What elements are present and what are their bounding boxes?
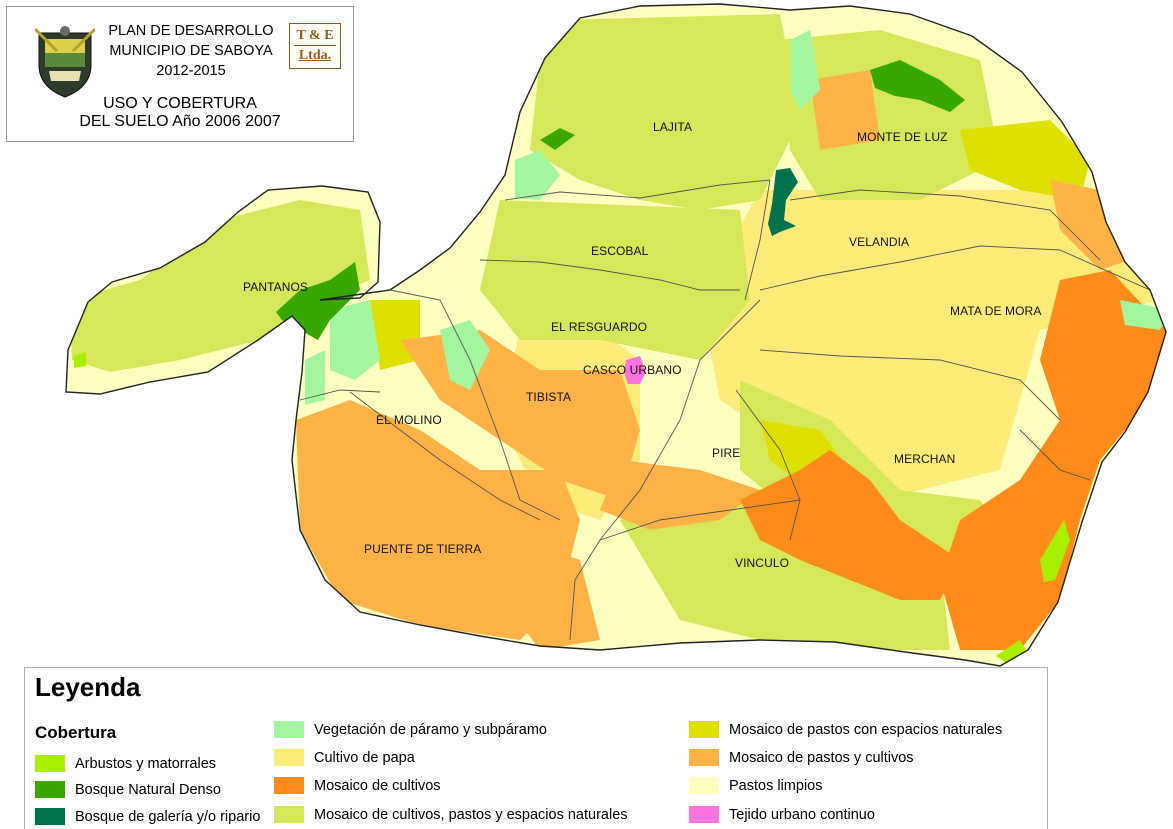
legend-label: Bosque de galería y/o ripario xyxy=(75,809,261,825)
legend-swatch xyxy=(274,749,304,766)
legend-swatch xyxy=(689,777,719,794)
map-title-line-1: USO Y COBERTURA xyxy=(103,95,257,112)
legend-swatch xyxy=(35,755,65,772)
place-label-mata-de-mora: MATA DE MORA xyxy=(950,304,1042,318)
plan-line-3: 2012-2015 xyxy=(156,63,226,79)
legend-label: Mosaico de pastos y cultivos xyxy=(729,750,914,766)
firm-logo-line-1: T & E xyxy=(294,26,336,46)
pastos-cultivos-west xyxy=(296,400,580,640)
arbustos-west xyxy=(74,352,86,368)
paramo-north-strip xyxy=(790,30,820,110)
place-label-velandia: VELANDIA xyxy=(849,235,910,249)
firm-logo: T & E Ltda. xyxy=(289,23,341,69)
vereda-boundaries xyxy=(299,179,1151,641)
legend-swatch xyxy=(274,721,304,738)
plan-caption: PLAN DE DESARROLLO MUNICIPIO DE SABOYA 2… xyxy=(101,21,281,81)
map-title-line-2: DEL SUELO Año 2006 2007 xyxy=(79,113,281,130)
place-label-el-molino: EL MOLINO xyxy=(376,413,442,427)
legend-label: Mosaico de cultivos, pastos y espacios n… xyxy=(314,807,628,823)
firm-logo-line-2: Ltda. xyxy=(298,48,332,63)
place-label-casco-urbano: CASCO URBANO xyxy=(583,363,682,377)
legend-label: Tejido urbano continuo xyxy=(729,807,875,823)
bosque-denso-north xyxy=(540,128,575,150)
legend-label: Arbustos y matorrales xyxy=(75,756,217,772)
place-label-pantanos: PANTANOS xyxy=(243,280,309,294)
legend-label: Mosaico de cultivos xyxy=(314,778,441,794)
arbustos-southeast xyxy=(1040,520,1070,582)
place-label-tibista: TIBISTA xyxy=(526,390,572,404)
mosaico-cultivos-east xyxy=(940,270,1166,650)
bosque-galeria xyxy=(768,168,798,236)
legend-label: Cultivo de papa xyxy=(314,750,415,766)
paramo-north xyxy=(515,150,560,200)
plan-line-2: MUNICIPIO DE SABOYA xyxy=(109,43,273,59)
paramo-tibista xyxy=(440,320,490,390)
legend-swatch xyxy=(689,806,719,823)
legend-label: Vegetación de páramo y subpáramo xyxy=(314,722,547,738)
legend-swatch xyxy=(689,749,719,766)
place-label-pire: PIRE xyxy=(712,446,741,460)
saboya-seal-icon xyxy=(35,26,95,98)
legend-title: Leyenda xyxy=(35,672,141,702)
legend-swatch xyxy=(274,777,304,794)
place-label-vinculo: VINCULO xyxy=(735,556,790,570)
place-label-monte-de-luz: MONTE DE LUZ xyxy=(857,130,948,144)
tejido-urbano xyxy=(624,356,646,384)
map-title: USO Y COBERTURA DEL SUELO Año 2006 2007 xyxy=(7,95,353,131)
legend-label: Pastos limpios xyxy=(729,778,823,794)
pastos-naturales-molino xyxy=(370,300,420,370)
place-label-merchan: MERCHAN xyxy=(894,452,956,466)
pastos-cultivos-far-east xyxy=(1050,180,1130,270)
legend-label: Bosque Natural Denso xyxy=(75,782,221,798)
legend-panel: Leyenda Cobertura Arbustos y matorrales … xyxy=(24,667,1048,829)
mosaico-cpe-escobal xyxy=(480,200,750,360)
pastos-cultivos-monte xyxy=(810,70,880,150)
pastos-cultivos-pire xyxy=(600,460,760,530)
legend-swatch xyxy=(689,721,719,738)
place-label-escobal: ESCOBAL xyxy=(591,244,649,258)
legend-label: Mosaico de pastos con espacios naturales xyxy=(729,722,1003,738)
mosaico-cpe-north xyxy=(530,14,800,210)
paramo-molino xyxy=(330,300,380,380)
place-label-lajita: LAJITA xyxy=(653,120,693,134)
place-label-puente-de-tierra: PUENTE DE TIERRA xyxy=(364,542,482,556)
paramo-west-edge xyxy=(305,350,325,405)
legend-swatch xyxy=(35,808,65,825)
bosque-denso-monte xyxy=(870,60,965,112)
legend-swatch xyxy=(274,806,304,823)
place-label-el-resguardo: EL RESGUARDO xyxy=(551,320,648,334)
pastos-cultivos-southwest xyxy=(510,540,600,650)
mosaico-cpe-east xyxy=(780,30,1000,200)
legend-subtitle: Cobertura xyxy=(35,723,117,742)
header-card: PLAN DE DESARROLLO MUNICIPIO DE SABOYA 2… xyxy=(6,6,354,142)
mosaico-cpe-west xyxy=(70,200,370,372)
legend-swatch xyxy=(35,781,65,798)
plan-line-1: PLAN DE DESARROLLO xyxy=(108,23,274,39)
pastos-naturales-northeast xyxy=(960,120,1090,200)
